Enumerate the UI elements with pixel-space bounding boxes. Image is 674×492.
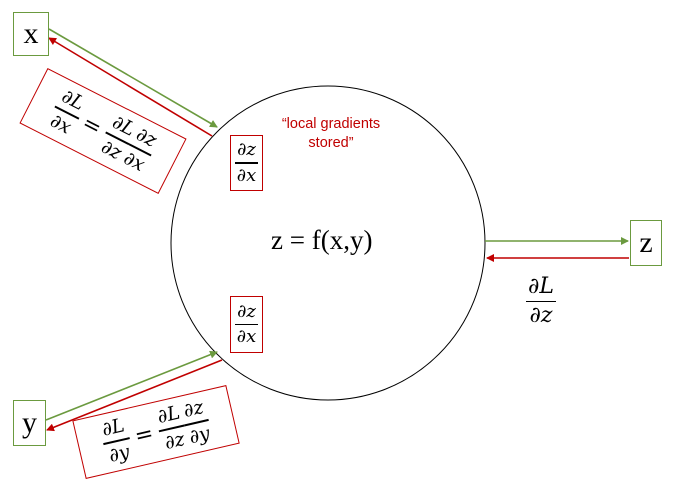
upstream-gradient-fraction: ∂L ∂z [526,276,556,327]
chain-y-lhs-num: ∂L [99,414,127,442]
local-gradient-top-den: ∂x [236,164,257,186]
chain-y-rhs1-den: ∂z [162,427,187,454]
forward-arrow-y [45,350,218,421]
local-gradient-bottom: ∂z ∂x [230,296,263,353]
chain-y-rhs2-num: ∂z [181,396,206,423]
local-gradient-bottom-fraction: ∂z ∂x [234,300,259,348]
local-gradient-bottom-num: ∂z [237,300,256,322]
chain-y-lhs-den: ∂y [106,440,132,467]
upstream-gradient-den: ∂z [529,303,553,329]
backward-arrow-y [46,359,223,432]
forward-arrow-x [48,28,218,128]
fraction-bar [234,162,259,164]
chain-y-equals: = [132,420,156,450]
output-node-z: z [630,220,662,266]
output-node-z-label: z [639,226,653,259]
chain-y-rhs1-num: ∂L [155,401,183,429]
input-node-x-label: x [23,17,39,50]
input-node-y: y [13,400,46,446]
upstream-gradient-num: ∂L [528,274,554,299]
local-gradients-note: “local gradients stored” [281,116,381,151]
function-label: z = f(x,y) [271,225,373,255]
fraction-bar [526,301,556,303]
chain-y-lhs: ∂L ∂y [98,414,134,467]
local-gradient-top-num: ∂z [237,139,256,161]
backward-arrow-x [48,37,213,137]
local-gradient-top-fraction: ∂z ∂x [234,139,259,186]
upstream-gradient: ∂L ∂z [526,276,556,327]
chain-y-rhs2-den: ∂y [186,421,212,448]
local-gradient-bottom-den: ∂x [236,326,257,348]
input-node-x: x [13,12,49,56]
chain-x-equals: = [78,110,106,141]
input-node-y-label: y [22,406,37,439]
fraction-bar [234,323,259,326]
local-gradient-top: ∂z ∂x [230,135,263,191]
